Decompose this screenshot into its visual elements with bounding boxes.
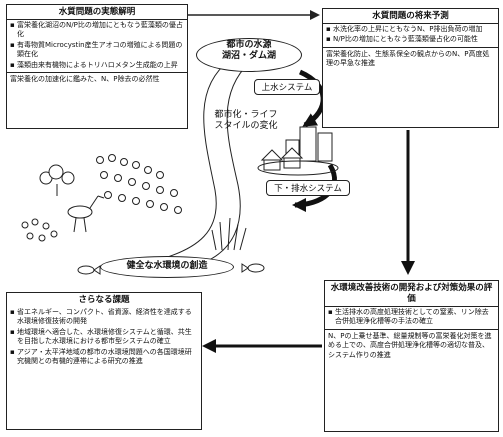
box-further-issues: さらなる課題 省エネルギー、コンパクト、省資源、経済性を達成する水環境修復技術の…: [6, 292, 202, 430]
healthy-environment-ellipse: [100, 256, 234, 278]
list-item: 生活排水の高度処理技術としての窒素、リン除去合併処理浄化槽等の手法の確立: [328, 308, 495, 327]
reeds-icon: [211, 217, 247, 251]
item-list: 水洗化率の上昇にともなうN、P排出負荷の増加 N/P比の増加にともなう藍藻類優占…: [323, 24, 498, 47]
box-future-prediction: 水質問題の将来予測 水洗化率の上昇にともなうN、P排出負荷の増加 N/P比の増加…: [322, 8, 499, 128]
box-title: 水質問題の将来予測: [323, 9, 498, 24]
box-note: 富栄養化の加速化に鑑みた、N、P除去の必然性: [7, 72, 187, 86]
box-technology-development: 水環境改善技術の開発および対策効果の評価 生活排水の高度処理技術としての窒素、リ…: [324, 280, 499, 432]
box-note: N、Pの上乗せ基準、総量規制等の富栄養化対策を進める上での、高度合併処理浄化槽等…: [325, 328, 498, 362]
water-source-label: 都市の水源 湖沼・ダム湖: [221, 40, 276, 61]
box-water-quality-analysis: 水質問題の実態解明 富栄養化湖沼のN/P比の増加にともなう藍藻類の優占化 有毒物…: [6, 4, 188, 129]
box-note: 富栄養化防止、生態系保全の観点からのN、P高度処理の早急な推進: [323, 46, 498, 71]
tree-icon: [39, 164, 75, 196]
box-title: 水質問題の実態解明: [7, 5, 187, 20]
list-item: アジア・太平洋地域の都市の水環境問題への各国環境研究機関との有機的連帯による研究…: [10, 348, 198, 367]
list-item: 藻類由来有機物によるトリハロメタン生成能の上昇: [10, 61, 184, 70]
item-list: 省エネルギー、コンパクト、省資源、経済性を達成する水環境修復技術の開発 地域環境…: [7, 307, 201, 368]
heron-icon: [67, 195, 105, 233]
sewer-system-label: 下・排水システム: [266, 180, 350, 196]
river-right: [204, 61, 251, 263]
list-item: 有毒物質Microcystin産生アオコの増殖による問題の顕在化: [10, 41, 184, 60]
list-item: N/P比の増加にともなう藍藻類優占化の可能性: [326, 35, 495, 44]
item-list: 富栄養化湖沼のN/P比の増加にともなう藍藻類の優占化 有毒物質Microcyst…: [7, 20, 187, 72]
item-list: 生活排水の高度処理技術としての窒素、リン除去合併処理浄化槽等の手法の確立: [325, 307, 498, 329]
box-title: さらなる課題: [78, 295, 130, 305]
city-buildings-icon: [257, 126, 339, 176]
crops-field-icon: [21, 154, 182, 242]
water-source-ellipse: [196, 38, 302, 72]
list-item: 地域環境へ適合した、水環境修復システムと循環、共生を目指した水環境における都市型…: [10, 328, 198, 347]
list-item: 水洗化率の上昇にともなうN、P排出負荷の増加: [326, 25, 495, 34]
upper-water-system-label: 上水システム: [254, 79, 320, 95]
fish-icon: [77, 263, 265, 275]
healthy-environment-label: 健全な水環境の創造: [126, 261, 208, 271]
list-item: 富栄養化湖沼のN/P比の増加にともなう藍藻類の優占化: [10, 21, 184, 40]
lifestyle-change-label: 都市化・ライフ スタイルの変化: [214, 110, 278, 131]
river-left: [149, 59, 231, 263]
list-item: 省エネルギー、コンパクト、省資源、経済性を達成する水環境修復技術の開発: [10, 308, 198, 327]
box-title: 水環境改善技術の開発および対策効果の評価: [325, 281, 498, 307]
